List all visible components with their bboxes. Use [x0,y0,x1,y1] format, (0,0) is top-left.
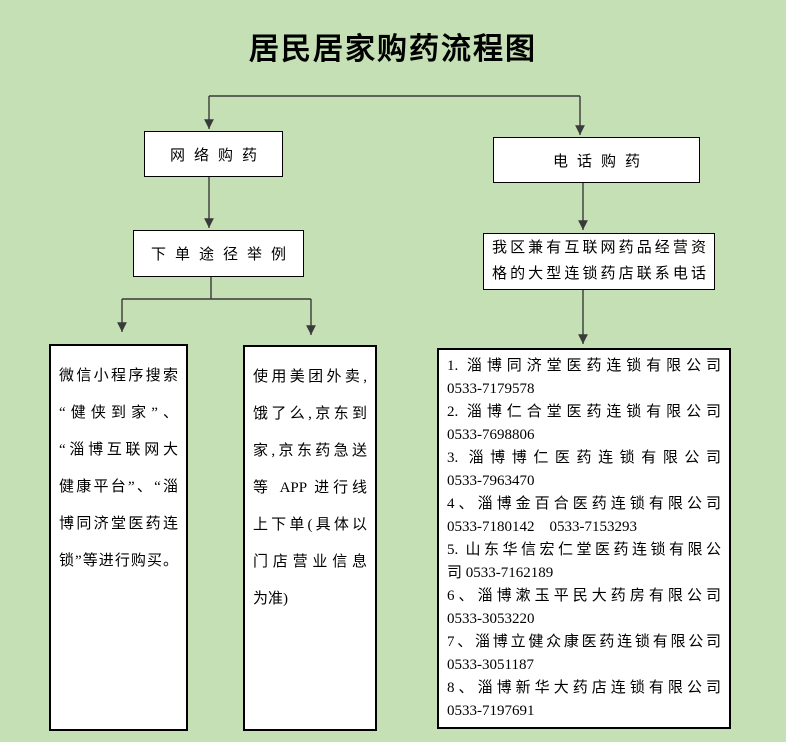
text-line: 为准) [253,591,288,607]
node-online-purchase: 网络购药 [144,131,283,177]
node-wechat-miniprogram-detail: 微信小程序搜索 “健侠到家”、 “淄博互联网大健康平台”、“淄博同济堂医药连锁”等进… [49,344,188,731]
text-line: 饿了么,京东到 [253,406,367,422]
text-line: 上下单(具体以 [253,517,367,533]
text-line: 2. 淄博仁合堂医药连锁有限公司 [447,404,721,420]
text-line: 4、淄博金百合医药连锁有限公司 [447,496,721,512]
text-line: 家,京东药急送 [253,443,367,459]
text-line: “淄博互联网大 [59,442,178,458]
node-pharmacy-phone-list: 1. 淄博同济堂医药连锁有限公司 0533-7179578 2. 淄博仁合堂医药连锁… [437,348,731,729]
node-order-examples: 下单途径举例 [133,230,304,277]
text-line: 微信小程序搜索 [59,368,178,384]
text-line: 使用美团外卖, [253,369,367,385]
text-line: 博同济堂医药连 [59,516,178,532]
text-line: 锁”等进行购买。 [59,553,178,569]
text-line: 0533-3053220 [447,611,535,627]
text-line: 7、淄博立健众康医药连锁有限公司 [447,634,721,650]
text-line: 6、淄博漱玉平民大药房有限公司 [447,588,721,604]
text-line: 0533-7698806 [447,427,535,443]
node-phone-purchase-label: 电话购药 [552,153,649,170]
text-line: 0533-3051187 [447,657,534,673]
node-phone-purchase: 电话购药 [493,137,700,183]
text-line: 5. 山东华信宏仁堂医药连锁有限公 [447,542,721,558]
text-line: 1. 淄博同济堂医药连锁有限公司 [447,358,721,374]
text-line: 8、淄博新华大药店连锁有限公司 [447,680,721,696]
node-online-purchase-label: 网络购药 [169,147,266,164]
text-line: 0533-7963470 [447,473,535,489]
text-line: 司 0533-7162189 [447,565,554,581]
node-delivery-apps-detail: 使用美团外卖, 饿了么,京东到家,京东药急送等 APP 进行线上下单(具体以门店营… [243,345,377,731]
text-line: “健侠到家”、 [59,405,178,421]
text-line: 0533-7180142 0533-7153293 [447,519,637,535]
node-hotline-header: 我区兼有互联网药品经营资格的大型连锁药店联系电话 [483,233,715,290]
text-line: 等 APP 进行线 [253,480,367,496]
text-line: 格的大型连锁药店联系电话 [492,266,706,282]
connector-examples-branch [122,277,311,300]
node-order-examples-label: 下单途径举例 [150,247,295,263]
text-line: 3. 淄博博仁医药连锁有限公司 [447,450,721,466]
text-line: 我区兼有互联网药品经营资 [492,240,706,256]
text-line: 0533-7179578 [447,381,535,397]
page-title: 居民居家购药流程图 [249,33,537,66]
text-line: 健康平台”、“淄 [59,479,178,495]
text-line: 0533-7197691 [447,703,535,719]
text-line: 门店营业信息 [253,554,367,570]
